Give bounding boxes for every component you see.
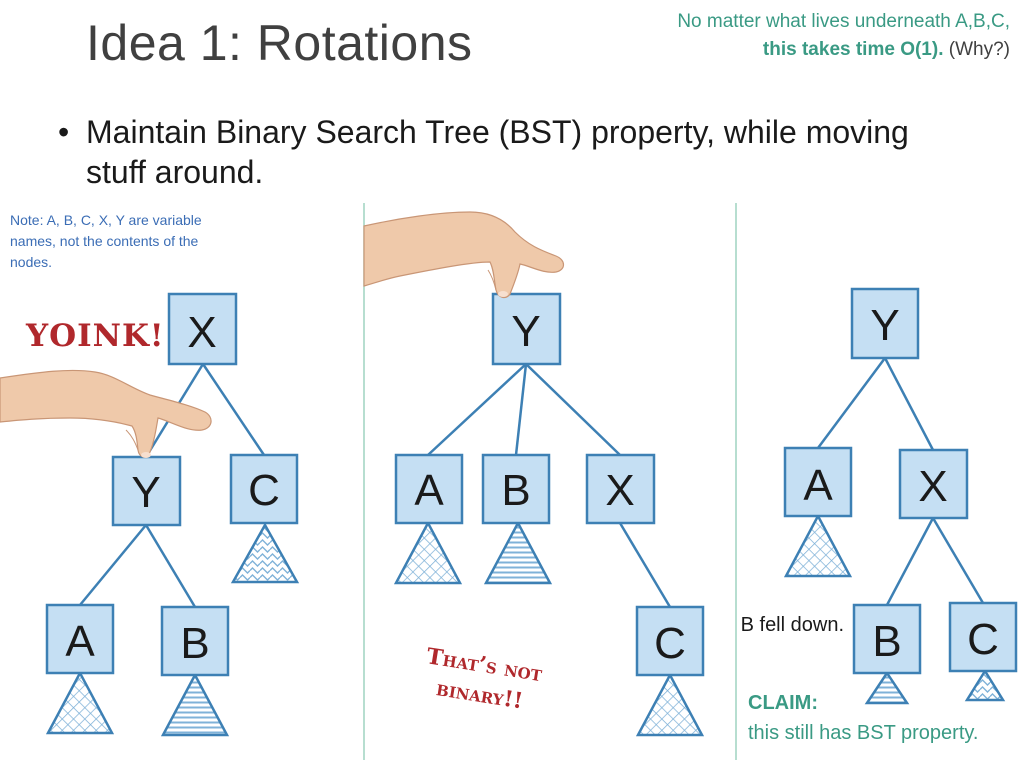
complexity-note-why: (Why?)	[948, 39, 1010, 60]
left-subtrees	[45, 522, 300, 737]
left-subtree-a	[45, 670, 115, 735]
bullet-dot-icon: •	[58, 114, 70, 150]
left-node-a-label: A	[65, 617, 95, 666]
right-subtree-c	[964, 668, 1006, 702]
right-edge-x-b	[885, 517, 935, 606]
right-subtree-b	[864, 670, 910, 705]
middle-subtrees	[393, 520, 705, 737]
middle-edge-x-c	[618, 522, 672, 608]
complexity-note-line1: No matter what lives underneath A,B,C,	[677, 11, 1010, 32]
right-edge-x-c	[931, 517, 985, 604]
complexity-note-line2: this takes time O(1). (Why?)	[677, 36, 1010, 64]
left-node-b	[160, 605, 230, 677]
right-node-b	[852, 603, 922, 675]
page-title: Idea 1: Rotations	[86, 15, 473, 71]
right-node-y-label: Y	[870, 301, 899, 350]
middle-node-a-label: A	[414, 466, 444, 515]
right-edge-y-a	[816, 357, 887, 449]
middle-subtree-b	[483, 520, 553, 585]
middle-subtree-a	[393, 520, 463, 585]
right-node-x-label: X	[918, 462, 947, 511]
middle-nodes: Y A B X C	[394, 292, 705, 677]
right-node-c	[948, 601, 1018, 673]
middle-node-c-label: C	[654, 619, 686, 668]
middle-node-b	[481, 453, 551, 525]
right-node-a	[783, 446, 853, 518]
middle-edge-y-b	[514, 363, 528, 456]
right-subtrees	[783, 513, 1006, 705]
middle-node-c	[635, 605, 705, 677]
middle-node-a	[394, 453, 464, 525]
left-node-c	[229, 453, 299, 525]
middle-node-x-label: X	[605, 466, 634, 515]
b-fell-label: B fell down.	[740, 614, 844, 636]
middle-node-x	[585, 453, 656, 525]
right-node-x	[898, 448, 969, 520]
left-subtree-c	[230, 522, 300, 584]
left-edge-x-c	[201, 363, 266, 456]
left-node-x-label: X	[187, 308, 216, 357]
left-node-y	[111, 455, 182, 527]
left-nodes: X Y C A B	[45, 292, 299, 677]
variable-names-note: Note: A, B, C, X, Y are variable names, …	[10, 212, 202, 270]
yoink-label: YOINK!	[26, 318, 165, 354]
right-node-a-label: A	[803, 461, 833, 510]
left-node-c-label: C	[248, 466, 280, 515]
right-edge-y-x	[883, 357, 935, 451]
right-node-b-label: B	[872, 617, 901, 666]
left-edge-y-b	[144, 524, 197, 608]
middle-node-b-label: B	[501, 466, 530, 515]
complexity-note-bold: this takes time O(1).	[762, 39, 944, 60]
left-node-x	[167, 292, 238, 366]
left-node-y-label: Y	[131, 468, 160, 517]
middle-subtree-c	[635, 672, 705, 737]
claim-text: this still has BST property.	[748, 722, 979, 744]
right-tree	[816, 357, 985, 606]
hand-icon-left	[0, 369, 212, 458]
hand-icon-middle	[363, 211, 565, 299]
right-node-y	[850, 287, 920, 360]
complexity-note: No matter what lives underneath A,B,C, t…	[677, 8, 1010, 64]
left-subtree-b	[160, 672, 230, 737]
middle-edge-y-x	[525, 363, 621, 456]
left-node-b-label: B	[180, 619, 209, 668]
middle-node-y	[491, 292, 562, 366]
right-node-c-label: C	[967, 615, 999, 664]
bullet-text: Maintain Binary Search Tree (BST) proper…	[86, 114, 909, 190]
left-edge-y-a	[79, 524, 147, 606]
left-node-a	[45, 603, 115, 675]
right-subtree-a	[783, 513, 853, 578]
middle-edge-y-a	[427, 363, 527, 456]
middle-node-y-label: Y	[511, 307, 540, 356]
middle-tree	[427, 363, 672, 608]
claim-label: CLAIM:	[748, 692, 818, 714]
claim-note: CLAIM: this still has BST property.	[748, 688, 978, 748]
right-nodes: Y A X B C	[783, 287, 1018, 675]
